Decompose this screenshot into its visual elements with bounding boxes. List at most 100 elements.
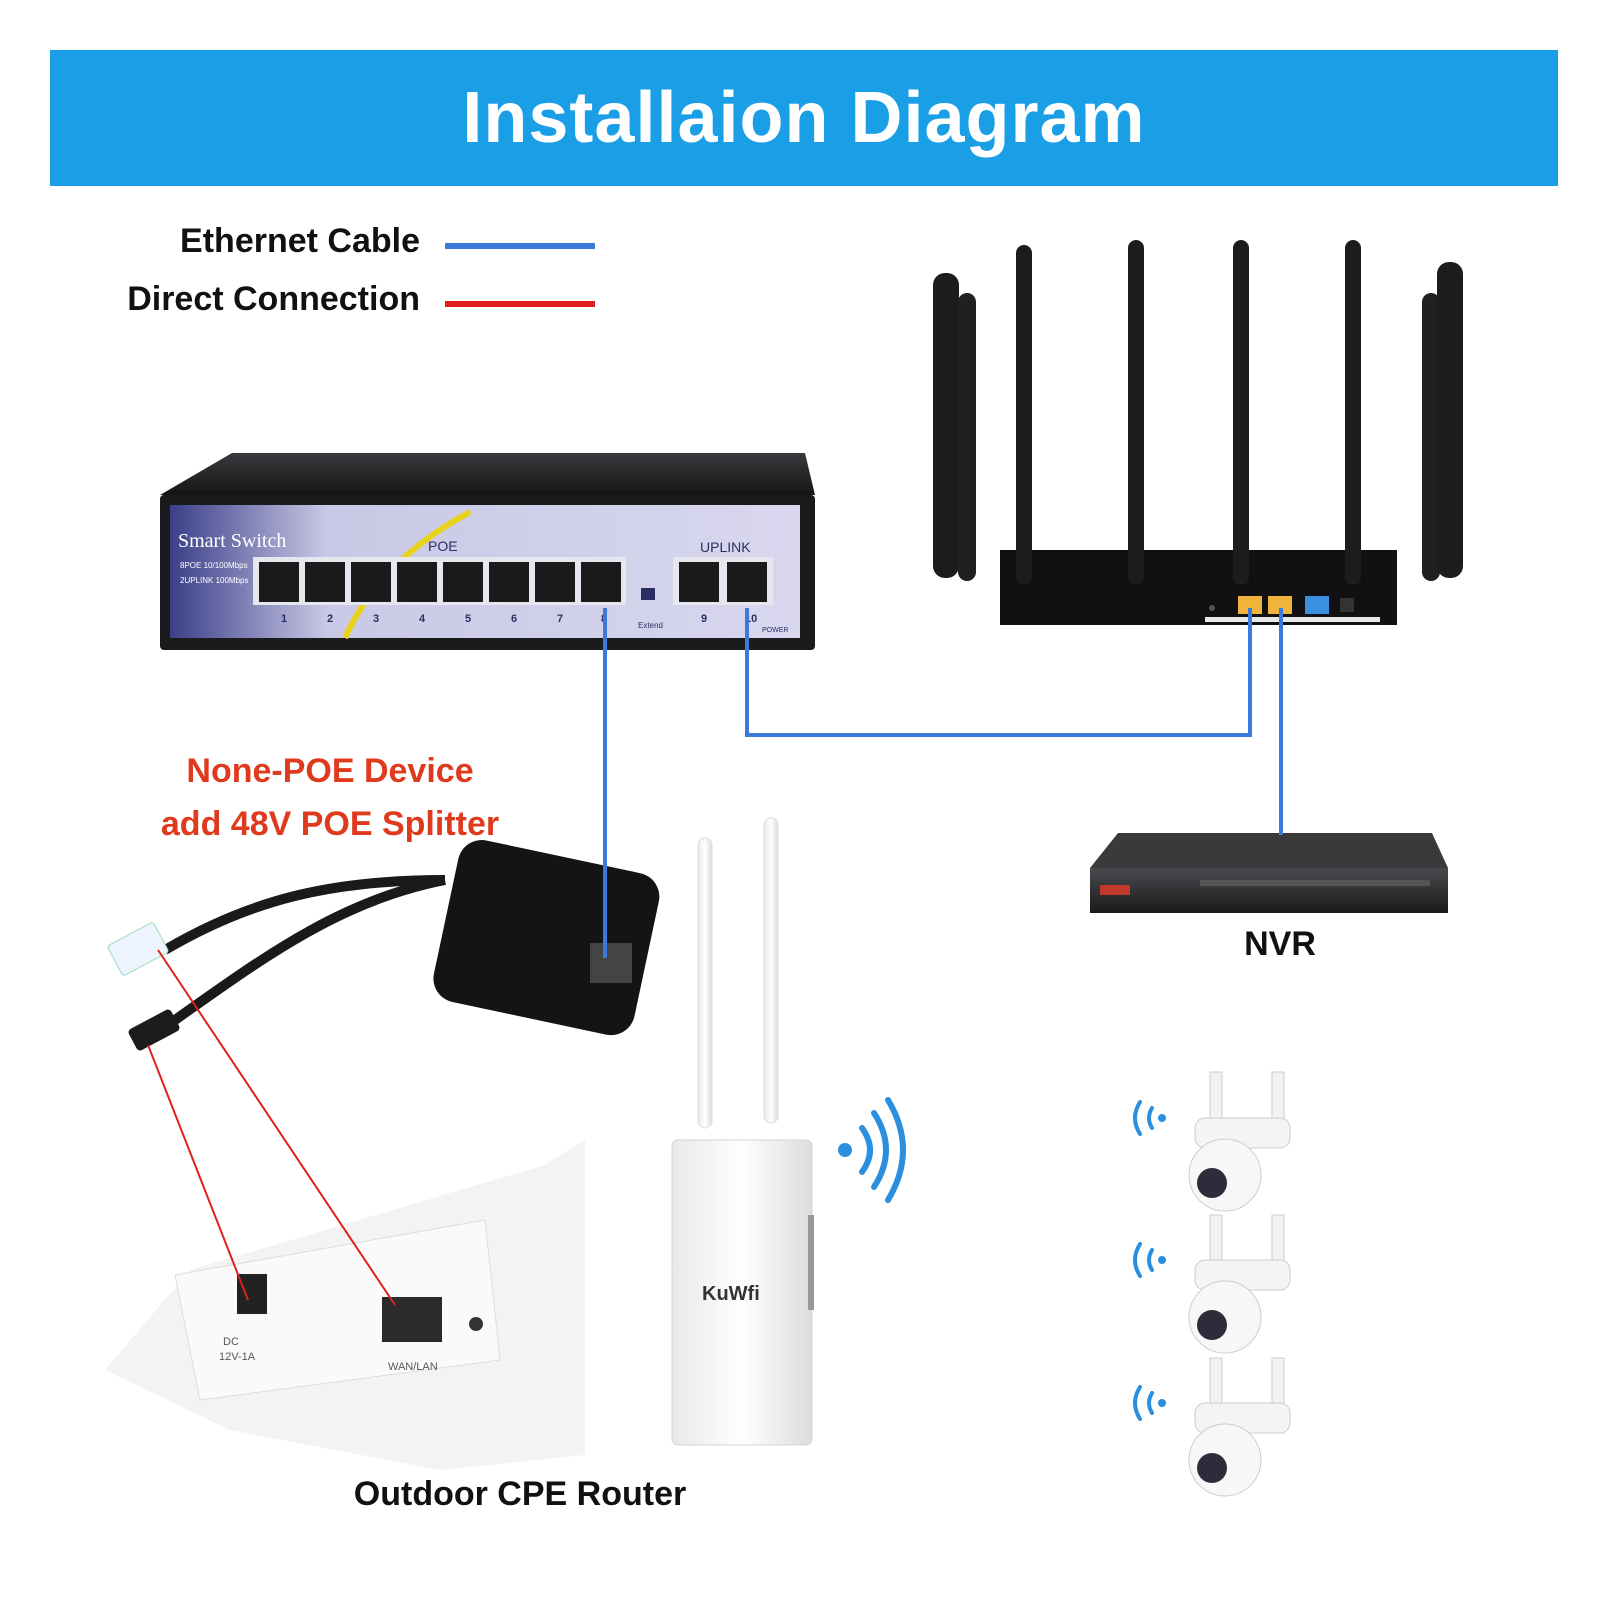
splitter-cable-dc [172, 875, 446, 1025]
switch-port-number-6: 6 [511, 613, 517, 625]
switch-port-number-7: 7 [557, 613, 563, 625]
antenna-3 [1128, 240, 1144, 585]
nvr-logo [1100, 885, 1130, 895]
cpe-port-panel [174, 1219, 501, 1401]
legend-direct-line [445, 301, 595, 307]
nvr-front-panel [1200, 880, 1430, 886]
splitter-label-line1: None-POE Device [186, 752, 474, 790]
splitter-rj45-port [590, 943, 632, 983]
router-lan-port-2 [1268, 596, 1292, 614]
switch-port-8 [581, 562, 621, 602]
legend-direct-label: Direct Connection [127, 280, 420, 318]
legend-ethernet-line [445, 243, 595, 249]
diagram-title: Installaion Diagram [462, 78, 1146, 158]
cpe-lan-port [382, 1297, 442, 1342]
splitter-body [433, 840, 660, 1036]
cpe-brand: KuWfi [702, 1283, 760, 1305]
cpe-dc-label: DC [223, 1336, 239, 1348]
switch-port-number-5: 5 [465, 613, 471, 625]
switch-port-7 [535, 562, 575, 602]
switch-port-number-2: 2 [327, 613, 333, 625]
ip-camera-2 [1133, 1214, 1291, 1354]
switch-port-number-4: 4 [419, 613, 426, 625]
camera-3-lens [1197, 1453, 1227, 1483]
antenna-2 [1016, 245, 1032, 585]
cpe-side-label [808, 1215, 814, 1310]
camera-3-wifi-icon [1133, 1385, 1154, 1421]
cpe-router-unit: KuWfi [671, 817, 814, 1446]
camera-1-wifi-icon [1133, 1100, 1154, 1136]
ip-camera-3 [1133, 1357, 1291, 1497]
main-router [933, 240, 1463, 625]
antenna-5 [1345, 240, 1361, 585]
cpe-label: Outdoor CPE Router [353, 1475, 687, 1513]
switch-spec-poe: 8POE 10/100Mbps [180, 561, 248, 570]
nvr-label: NVR [1244, 925, 1316, 963]
switch-port-4 [397, 562, 437, 602]
switch-port-number-1: 1 [281, 613, 287, 625]
cpe-dc-rating: 12V-1A [219, 1351, 256, 1363]
splitter-rj45-plug [107, 922, 169, 976]
camera-1-wifi-dot [1158, 1114, 1166, 1122]
switch-power-label: POWER [762, 627, 788, 634]
nvr-body [1090, 868, 1448, 913]
switch-extend-toggle [641, 588, 655, 600]
router-wan-port [1305, 596, 1329, 614]
switch-top [160, 453, 815, 495]
cpe-wan-label: WAN/LAN [388, 1361, 438, 1373]
router-reset-hole [1209, 605, 1215, 611]
antenna-left-inner [958, 293, 976, 581]
switch-brand: Smart Switch [178, 530, 286, 552]
router-lan-port-1 [1238, 596, 1262, 614]
switch-spec-uplink: 2UPLINK 100Mbps [180, 576, 248, 585]
direct-dc-plug-to-dc-port [147, 1044, 249, 1301]
router-antennas [933, 240, 1463, 585]
camera-2-lens [1197, 1310, 1227, 1340]
cpe-dc-port [237, 1274, 267, 1314]
ethernet-switch-uplink-to-router [745, 608, 1252, 737]
switch-port-3 [351, 562, 391, 602]
camera-3-wifi-dot [1158, 1399, 1166, 1407]
router-label-strip [1205, 617, 1380, 622]
router-power-jack [1340, 598, 1354, 612]
ip-camera-1 [1133, 1071, 1291, 1212]
antenna-right-inner [1422, 293, 1440, 581]
camera-2-wifi-dot [1158, 1256, 1166, 1264]
antenna-left-outer [933, 273, 959, 578]
splitter-dc-plug [128, 1009, 180, 1051]
switch-port-number-9: 9 [701, 613, 707, 625]
switch-poe-ports [259, 562, 621, 602]
direct-rj45-to-lan-port [157, 949, 396, 1306]
switch-poe-label: POE [428, 538, 458, 554]
ethernet-cables [603, 608, 1283, 958]
switch-port-1 [259, 562, 299, 602]
direct-connections [147, 949, 396, 1306]
antenna-right-outer [1437, 262, 1463, 578]
router-body [1000, 550, 1397, 625]
camera-1-lens [1197, 1168, 1227, 1198]
switch-port-10 [727, 562, 767, 602]
camera-2-wifi-icon [1133, 1242, 1154, 1278]
poe-splitter [107, 840, 660, 1051]
wifi-signal-icon [838, 1097, 906, 1203]
switch-uplink-label: UPLINK [700, 539, 751, 555]
cpe-open-base: DC 12V-1A WAN/LAN [105, 1140, 585, 1470]
cpe-reset-button [469, 1317, 483, 1331]
title-banner: Installaion Diagram [50, 50, 1558, 186]
switch-port-number-3: 3 [373, 613, 379, 625]
nvr-top [1090, 833, 1448, 868]
switch-port-9 [679, 562, 719, 602]
nvr-device [1090, 833, 1448, 913]
cpe-antenna-left [697, 837, 713, 1129]
switch-port-2 [305, 562, 345, 602]
legend-ethernet-label: Ethernet Cable [180, 222, 420, 260]
cpe-antenna-right [763, 817, 779, 1124]
splitter-cable-rj45 [162, 875, 446, 955]
splitter-label-line2: add 48V POE Splitter [160, 805, 500, 843]
switch-extend-label: Extend [638, 621, 663, 630]
switch-port-5 [443, 562, 483, 602]
antenna-4 [1233, 240, 1249, 585]
switch-port-6 [489, 562, 529, 602]
smart-switch: Smart Switch 8POE 10/100Mbps 2UPLINK 100… [160, 453, 815, 650]
